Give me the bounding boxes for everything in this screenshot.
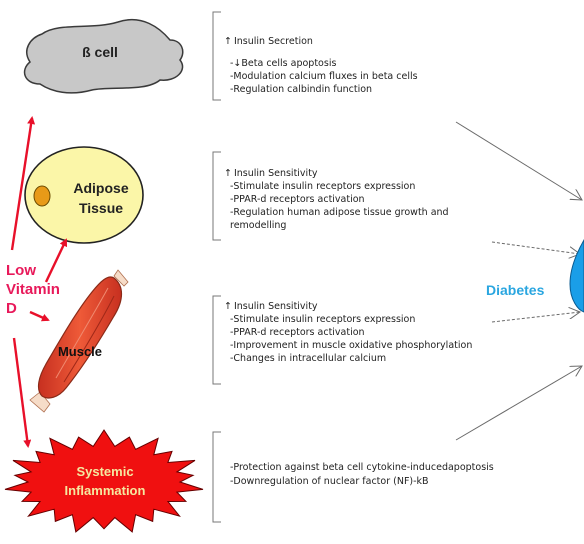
effect-item: remodelling <box>230 220 286 231</box>
effect-item: -Changes in intracellular calcium <box>230 353 386 364</box>
arrow-inflammation-to-diabetes <box>455 366 582 441</box>
arrow-to-muscle <box>29 310 50 322</box>
effect-item: -PPAR-d receptors activation <box>230 327 365 338</box>
low-vitamin-d-line2: Vitamin <box>6 281 60 298</box>
bracket-2 <box>212 151 221 241</box>
effect-item: -Regulation calbindin function <box>230 84 372 95</box>
muscle-label: Muscle <box>58 344 102 359</box>
adipose-nucleus <box>33 185 51 207</box>
arrow-to-inflammation <box>12 337 32 448</box>
effects-adipose: ↑Insulin Sensitivity -Stimulate insulin … <box>224 168 449 231</box>
low-vitamin-d-line3: D <box>6 300 17 317</box>
diabetes-label: Diabetes <box>486 282 545 298</box>
effect-header: ↑Insulin Secretion <box>224 36 313 47</box>
adipose-label-line2: Tissue <box>79 200 123 216</box>
effect-item: -Protection against beta cell cytokine-i… <box>230 462 494 473</box>
arrow-muscle-to-diabetes <box>491 312 580 323</box>
beta-cell-shape <box>23 19 184 94</box>
arrow-to-beta-cell <box>10 116 36 251</box>
effect-item: -Downregulation of nuclear factor (NF)-k… <box>230 476 429 487</box>
bracket-1 <box>212 11 221 101</box>
effect-item: -Modulation calcium fluxes in beta cells <box>230 71 418 82</box>
inflammation-label-line2: Inflammation <box>65 483 146 498</box>
effect-item: -Regulation human adipose tissue growth … <box>230 207 449 218</box>
arrow-beta-to-diabetes <box>455 121 582 200</box>
arrow-adipose-to-diabetes <box>491 241 580 254</box>
adipose-label-line1: Adipose <box>73 180 128 196</box>
arrow-to-adipose <box>44 238 68 283</box>
effect-header: ↑Insulin Sensitivity <box>224 168 318 179</box>
effect-item: -Stimulate insulin receptors expression <box>230 181 415 192</box>
effect-header: ↑Insulin Sensitivity <box>224 301 318 312</box>
effect-item: -Improvement in muscle oxidative phospho… <box>230 340 472 351</box>
low-vitamin-d-line1: Low <box>6 262 36 279</box>
beta-cell-label: ß cell <box>82 44 118 60</box>
effect-item: -↓Beta cells apoptosis <box>230 58 336 69</box>
effect-item: -Stimulate insulin receptors expression <box>230 314 415 325</box>
adipose-tissue-shape <box>24 146 144 244</box>
muscle-shape <box>29 269 129 413</box>
bracket-3 <box>212 295 221 385</box>
effects-muscle: ↑Insulin Sensitivity -Stimulate insulin … <box>224 301 472 364</box>
effects-inflammation: -Protection against beta cell cytokine-i… <box>230 462 494 487</box>
bracket-4 <box>212 431 221 523</box>
diabetes-shape <box>569 238 584 313</box>
inflammation-label-line1: Systemic <box>76 464 133 479</box>
effect-item: -PPAR-d receptors activation <box>230 194 365 205</box>
effects-beta-cell: ↑Insulin Secretion -↓Beta cells apoptosi… <box>224 36 418 95</box>
systemic-inflammation-shape <box>4 429 204 533</box>
